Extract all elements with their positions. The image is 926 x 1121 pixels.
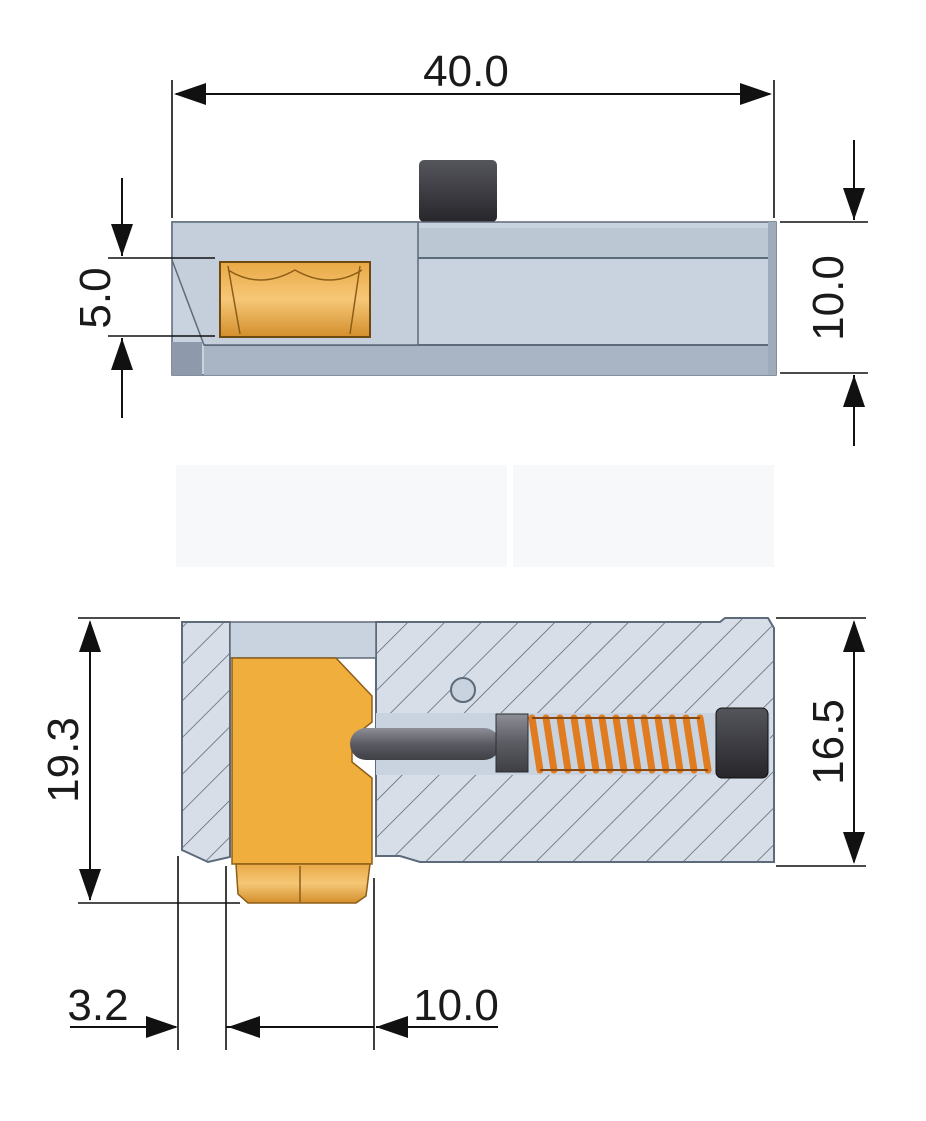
dim-section-insert-width: 10.0: [413, 981, 499, 1030]
dim-section-height-total: 19.3: [39, 717, 88, 803]
dim-section-offset: 3.2: [67, 981, 128, 1030]
top-set-screw: [419, 160, 497, 222]
section-slot-top: [229, 621, 377, 659]
dim-top-slot-height: 5.0: [71, 267, 120, 328]
top-view-drawing: 40.0 5.0 10.0: [71, 47, 868, 446]
section-body: [181, 621, 231, 864]
dim-section-height-body: 16.5: [804, 699, 853, 785]
section-ball: [450, 677, 476, 703]
top-left-corner: [172, 342, 202, 375]
top-brass-insert: [219, 261, 371, 338]
dim-top-height: 10.0: [804, 255, 853, 341]
section-pin-collar: [495, 713, 529, 773]
section-pin: [350, 728, 500, 760]
top-right-end: [768, 222, 776, 375]
section-view-drawing: 19.3 16.5 3.2 10.0: [39, 617, 866, 1050]
top-body-band-upper: [418, 228, 768, 258]
section-spring: [528, 714, 712, 774]
top-body-band-lower: [204, 345, 770, 375]
section-brass-foot: [235, 863, 371, 904]
section-brass-block: [231, 657, 373, 865]
ghost-area: [176, 465, 774, 567]
dim-top-width: 40.0: [423, 47, 509, 96]
section-screw: [715, 707, 769, 779]
